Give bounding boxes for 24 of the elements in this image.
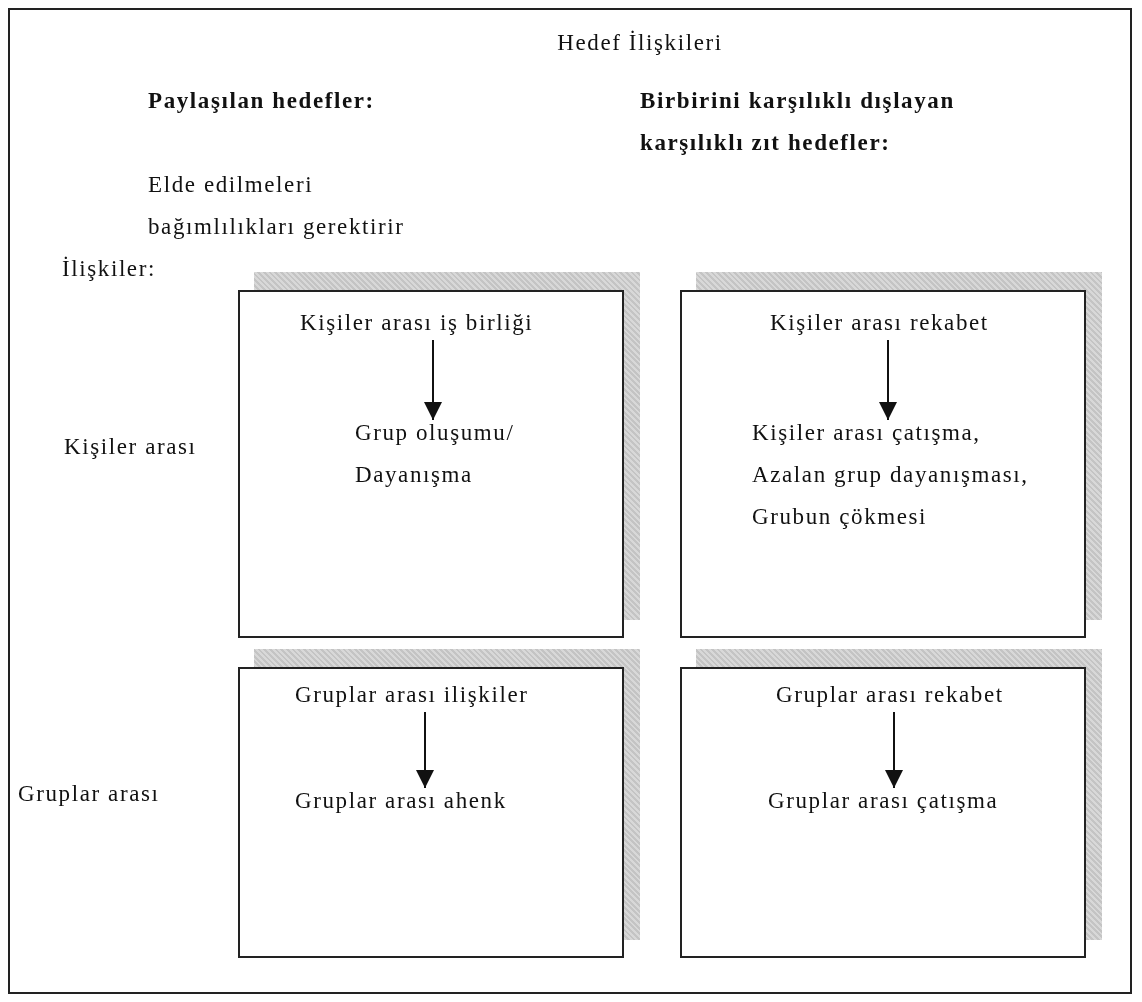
source-text: Gruplar arası rekabet xyxy=(776,674,1011,716)
column-heading: Birbirini karşılıklı dışlayan karşılıklı zıt hedefler: xyxy=(640,87,956,157)
arrow xyxy=(885,711,903,789)
source-text: Gruplar arası ilişkiler xyxy=(295,674,555,716)
note-text: bağımlılıkları gerektirir xyxy=(148,213,406,241)
row-label: İlişkiler: xyxy=(62,255,157,283)
category-box xyxy=(680,667,1086,958)
row-label: Kişiler arası xyxy=(64,433,198,461)
row-label: Gruplar arası xyxy=(18,780,161,808)
source-text: Kişiler arası rekabet xyxy=(770,302,1005,344)
result-text: Grup oluşumu/ Dayanışma xyxy=(355,412,540,496)
arrow xyxy=(416,711,434,789)
category-box xyxy=(238,290,624,638)
category-box xyxy=(238,667,624,958)
source-text: Kişiler arası iş birliği xyxy=(300,302,565,344)
result-text: Gruplar arası çatışma xyxy=(768,780,1018,822)
result-text: Gruplar arası ahenk xyxy=(295,780,545,822)
arrow xyxy=(879,339,897,421)
category-box xyxy=(680,290,1086,638)
result-text: Kişiler arası çatışma, Azalan grup dayanışması, Grubun çökmesi xyxy=(752,412,1034,538)
arrow xyxy=(424,339,442,421)
note-text: Elde edilmeleri xyxy=(148,171,315,199)
column-heading: Paylaşılan hedefler: xyxy=(148,87,375,115)
diagram-title: Hedef İlişkileri xyxy=(556,29,724,57)
